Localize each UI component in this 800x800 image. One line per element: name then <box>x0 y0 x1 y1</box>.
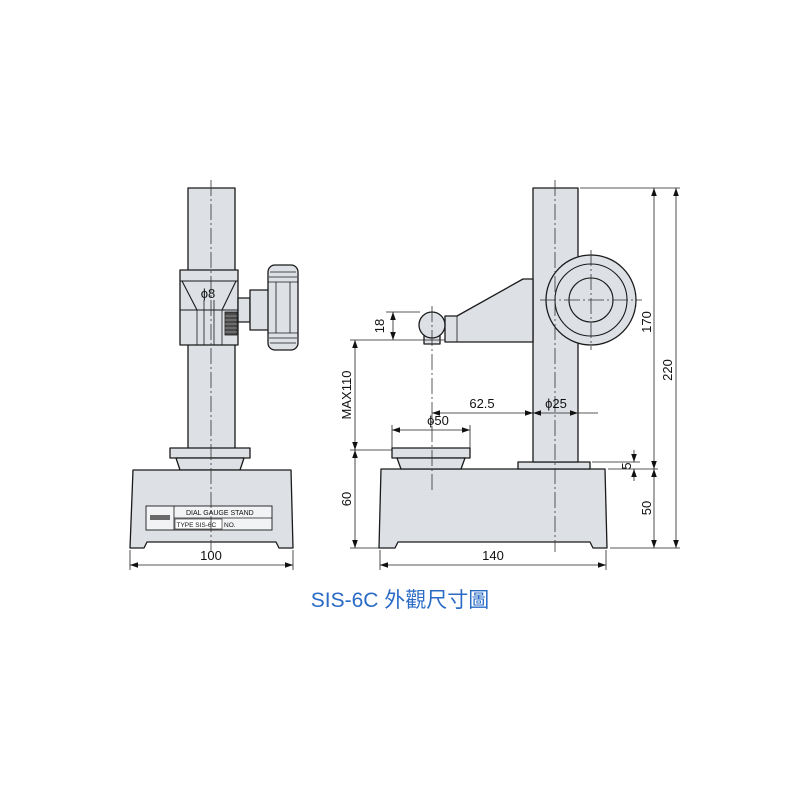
flange-label: 5 <box>619 462 634 469</box>
front-base-neck <box>175 457 245 471</box>
front-thumbscrew <box>224 311 238 336</box>
front-clamp-funnel-left <box>181 280 198 311</box>
drawing-caption: SIS-6C 外觀尺寸圖 <box>311 589 490 612</box>
bore-diameter-label: ϕ8 <box>201 286 216 301</box>
maker-logo <box>150 515 170 520</box>
column-diameter-label: ϕ25 <box>545 396 567 411</box>
front-knob-hub <box>249 289 271 331</box>
offset-dimension: 62.5 ϕ25 <box>432 396 598 416</box>
overall-height-label: 220 <box>660 359 675 381</box>
base-height-label: 60 <box>339 492 354 506</box>
side-clamp-knob <box>540 250 642 350</box>
width-label: 100 <box>200 548 222 563</box>
front-base-flange <box>169 447 251 459</box>
name-plate-type: TYPE SIS-6C <box>177 522 217 529</box>
height-dimensions-right: 5 170 50 220 <box>580 187 680 549</box>
max-height-label: MAX110 <box>339 371 354 420</box>
front-clamp-funnel-right <box>221 280 237 311</box>
front-width-dimension: 100 <box>129 548 294 570</box>
side-length-dimension: 140 <box>379 548 607 570</box>
column-height-label: 170 <box>639 311 654 333</box>
name-plate-number: NO. <box>224 522 236 529</box>
front-knob-wheel <box>267 264 299 351</box>
front-view: DIAL GAUGE STAND TYPE SIS-6C NO. ϕ8 <box>129 180 299 570</box>
name-plate: DIAL GAUGE STAND TYPE SIS-6C NO. <box>145 505 273 531</box>
measuring-table-plate <box>391 447 471 459</box>
length-label: 140 <box>482 548 504 563</box>
height-dimensions-left: MAX110 60 <box>339 340 392 549</box>
side-column-flange <box>517 461 591 470</box>
side-arm <box>444 278 534 343</box>
side-base <box>378 468 608 549</box>
measuring-table-neck <box>396 457 466 470</box>
offset-label: 62.5 <box>469 396 494 411</box>
stem-dimension: 18 <box>350 311 445 341</box>
table-diameter-dimension: ϕ50 <box>391 413 471 448</box>
base-label: 50 <box>639 501 654 515</box>
name-plate-title: DIAL GAUGE STAND <box>186 510 254 517</box>
table-diameter-label: ϕ50 <box>427 413 449 428</box>
side-view: 18 MAX110 60 ϕ50 62.5 ϕ25 <box>339 180 680 570</box>
front-knob-neck <box>237 297 251 323</box>
stem-label: 18 <box>372 319 387 333</box>
front-clamp-knob <box>237 264 299 351</box>
name-plate-type-box <box>174 518 223 530</box>
thumbscrew-body <box>224 311 238 336</box>
